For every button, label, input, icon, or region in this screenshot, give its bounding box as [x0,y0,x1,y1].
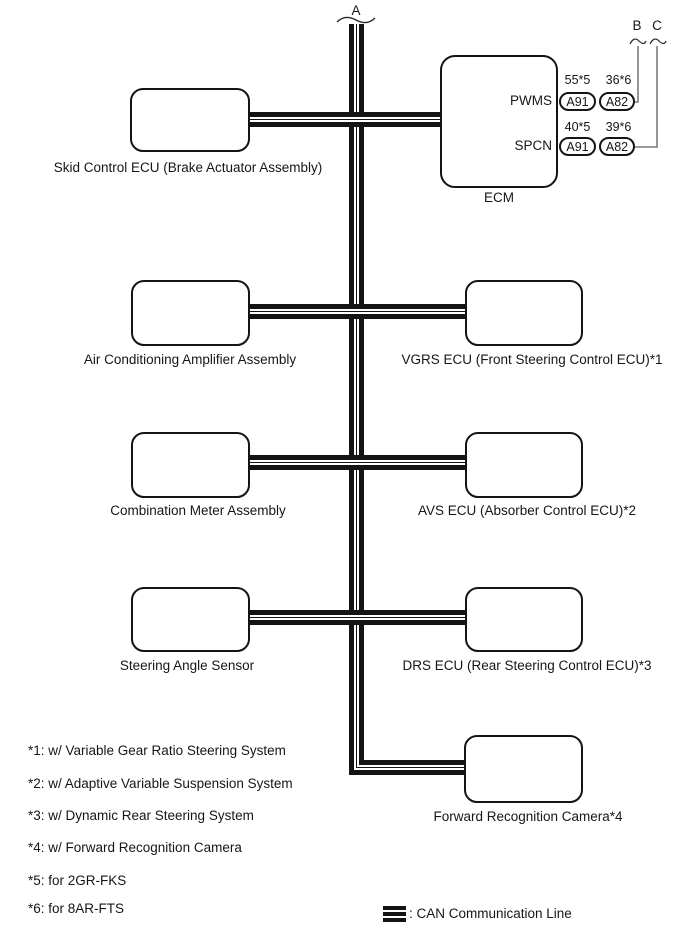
can-bus-branch-row4 [248,610,467,625]
module-label-skid-control-ecu: Skid Control ECU (Brake Actuator Assembl… [53,160,323,175]
marker-b: B [632,18,642,33]
wire-number-spcn-a91: 40*5 [564,120,591,134]
module-label-ecm: ECM [484,190,514,205]
footnote-1: *1: w/ Variable Gear Ratio Steering Syst… [28,743,286,758]
can-bus-branch-row3 [248,455,467,470]
connector-spcn-a82: A82 [599,137,635,156]
can-bus-branch-row5 [363,760,466,775]
module-label-drs-ecu: DRS ECU (Rear Steering Control ECU)*3 [402,658,652,673]
marker-a: A [351,3,361,18]
module-box-avs-ecu [465,432,583,498]
module-box-steering-angle-sensor [131,587,250,652]
ecm-pin-name-pwms: PWMS [510,93,552,108]
module-label-ac-amplifier: Air Conditioning Amplifier Assembly [83,352,297,367]
module-box-forward-recognition-camera [464,735,583,803]
module-label-combination-meter: Combination Meter Assembly [110,503,286,518]
module-box-combination-meter [131,432,250,498]
can-bus-branch-row2 [248,304,467,319]
connector-pwms-a91: A91 [559,92,596,111]
module-box-skid-control-ecu [130,88,250,152]
module-box-ecm [440,55,558,188]
footnote-2: *2: w/ Adaptive Variable Suspension Syst… [28,776,293,791]
can-line-legend-symbol [383,906,406,922]
can-bus-elbow [349,760,364,775]
connector-spcn-a91: A91 [559,137,596,156]
ecm-pin-name-spcn: SPCN [514,138,552,153]
footnote-3: *3: w/ Dynamic Rear Steering System [28,808,254,823]
module-box-drs-ecu [465,587,583,652]
footnote-6: *6: for 8AR-FTS [28,901,125,916]
can-bus-branch-row1 [248,112,442,127]
module-box-vgrs-ecu [465,280,583,346]
wire-number-pwms-a91: 55*5 [564,73,591,87]
connector-pwms-a82: A82 [599,92,635,111]
module-label-steering-angle-sensor: Steering Angle Sensor [119,658,255,673]
marker-c: C [652,18,662,33]
footnote-4: *4: w/ Forward Recognition Camera [28,840,242,855]
module-label-avs-ecu: AVS ECU (Absorber Control ECU)*2 [417,503,637,518]
module-box-ac-amplifier [131,280,250,346]
b-break-squiggle [629,38,647,45]
can-bus-trunk [349,24,364,760]
c-break-squiggle [649,38,667,45]
module-label-forward-recognition-camera: Forward Recognition Camera*4 [433,809,623,824]
footnote-5: *5: for 2GR-FKS [28,873,127,888]
module-label-vgrs-ecu: VGRS ECU (Front Steering Control ECU)*1 [401,352,663,367]
line-to-c [635,46,658,148]
wire-number-pwms-a82: 36*6 [605,73,632,87]
can-line-legend-label: : CAN Communication Line [409,906,572,921]
wire-number-spcn-a82: 39*6 [605,120,632,134]
trunk-break-squiggle [336,16,376,24]
